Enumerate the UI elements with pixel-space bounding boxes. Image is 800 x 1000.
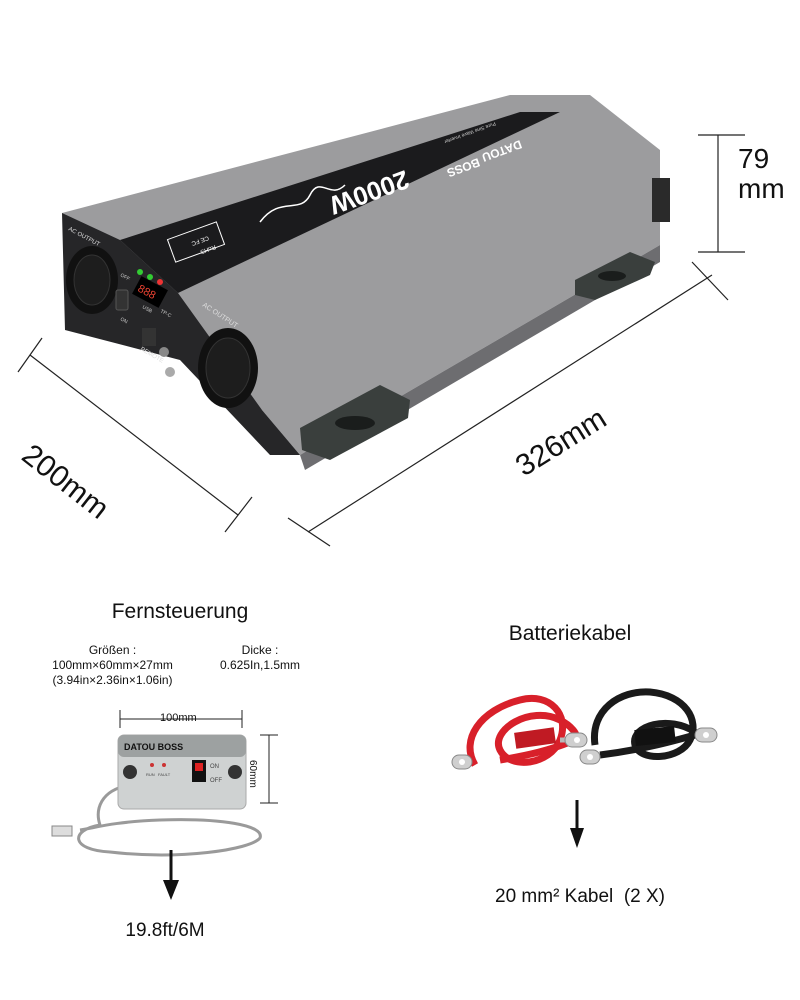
remote-header bbox=[118, 735, 246, 757]
rear-connector bbox=[652, 178, 670, 222]
battery-title: Batteriekabel bbox=[508, 622, 632, 645]
status-led-red bbox=[157, 279, 163, 285]
height-value: 79 bbox=[738, 143, 770, 174]
remote-screw-right bbox=[228, 765, 242, 779]
typec-label: TP-C bbox=[159, 308, 172, 319]
ac-socket-right bbox=[198, 328, 258, 408]
remote-led-fault bbox=[162, 763, 166, 767]
battery-cables-illustration bbox=[451, 688, 718, 848]
status-led-green-2 bbox=[147, 274, 153, 280]
remote-thickness-label: Dicke : bbox=[241, 643, 279, 657]
remote-screw-left bbox=[123, 765, 137, 779]
battery-caption: 20 mm² Kabel (2 X) bbox=[495, 886, 665, 907]
inverter-illustration: 888 AC OUTPUT AC OUTPUT OFF ON REMOTE US… bbox=[17, 95, 745, 547]
remote-switch-indicator bbox=[195, 763, 203, 771]
remote-cable-length: 19.8ft/6M bbox=[125, 920, 205, 941]
cert-box bbox=[166, 221, 226, 263]
ground-terminal bbox=[165, 367, 175, 377]
remote-width-dim: 100mm bbox=[160, 712, 197, 724]
remote-led-run bbox=[150, 763, 154, 767]
remote-brand: DATOU BOSS bbox=[124, 742, 183, 752]
mounting-foot-right bbox=[575, 252, 655, 300]
remote-dimension-lines bbox=[119, 710, 278, 804]
ground-screw bbox=[159, 347, 169, 357]
height-unit: mm bbox=[738, 173, 785, 204]
remote-illustration: DATOU BOSS RUN FAULT ON OFF bbox=[51, 710, 278, 900]
remote-on-label: ON bbox=[210, 764, 219, 770]
status-led-green-1 bbox=[137, 269, 143, 275]
ac-socket-left bbox=[66, 246, 118, 314]
remote-run-label: RUN bbox=[146, 772, 155, 777]
remote-size-label: Größen : bbox=[88, 643, 137, 657]
usb-label: USB bbox=[141, 304, 153, 314]
remote-arrow-head bbox=[163, 880, 179, 900]
remote-cable bbox=[77, 783, 262, 857]
sine-wave-icon bbox=[259, 184, 346, 223]
remote-size-block: Größen : 100mm×60mm×27mm (3.94in×2.36in×… bbox=[30, 643, 195, 688]
remote-height-dim: 60mm bbox=[247, 760, 258, 788]
remote-port bbox=[142, 328, 156, 346]
rj-plug bbox=[51, 825, 73, 837]
battery-arrow-head bbox=[570, 828, 584, 848]
remote-thickness-value: 0.625In,1.5mm bbox=[219, 658, 301, 672]
height-dimension: 79 mm bbox=[738, 144, 785, 204]
power-switch bbox=[115, 289, 129, 311]
remote-thickness-block: Dicke : 0.625In,1.5mm bbox=[205, 643, 315, 673]
remote-title: Fernsteuerung bbox=[111, 600, 249, 623]
battery-cable-red bbox=[451, 695, 588, 770]
inverter-label-strip bbox=[120, 112, 560, 293]
cert-rohs: RoHS bbox=[199, 243, 216, 254]
remote-off-label: OFF bbox=[210, 778, 222, 784]
mounting-foot-front bbox=[300, 385, 410, 460]
remote-size-metric: 100mm×60mm×27mm bbox=[52, 658, 173, 672]
remote-size-imperial: (3.94in×2.36in×1.06in) bbox=[52, 673, 173, 687]
off-label: OFF bbox=[119, 272, 131, 282]
on-label: ON bbox=[119, 316, 129, 325]
remote-fault-label: FAULT bbox=[158, 772, 171, 777]
led-display bbox=[132, 276, 168, 308]
dimension-lines bbox=[17, 134, 745, 547]
battery-cable-black bbox=[579, 688, 718, 765]
